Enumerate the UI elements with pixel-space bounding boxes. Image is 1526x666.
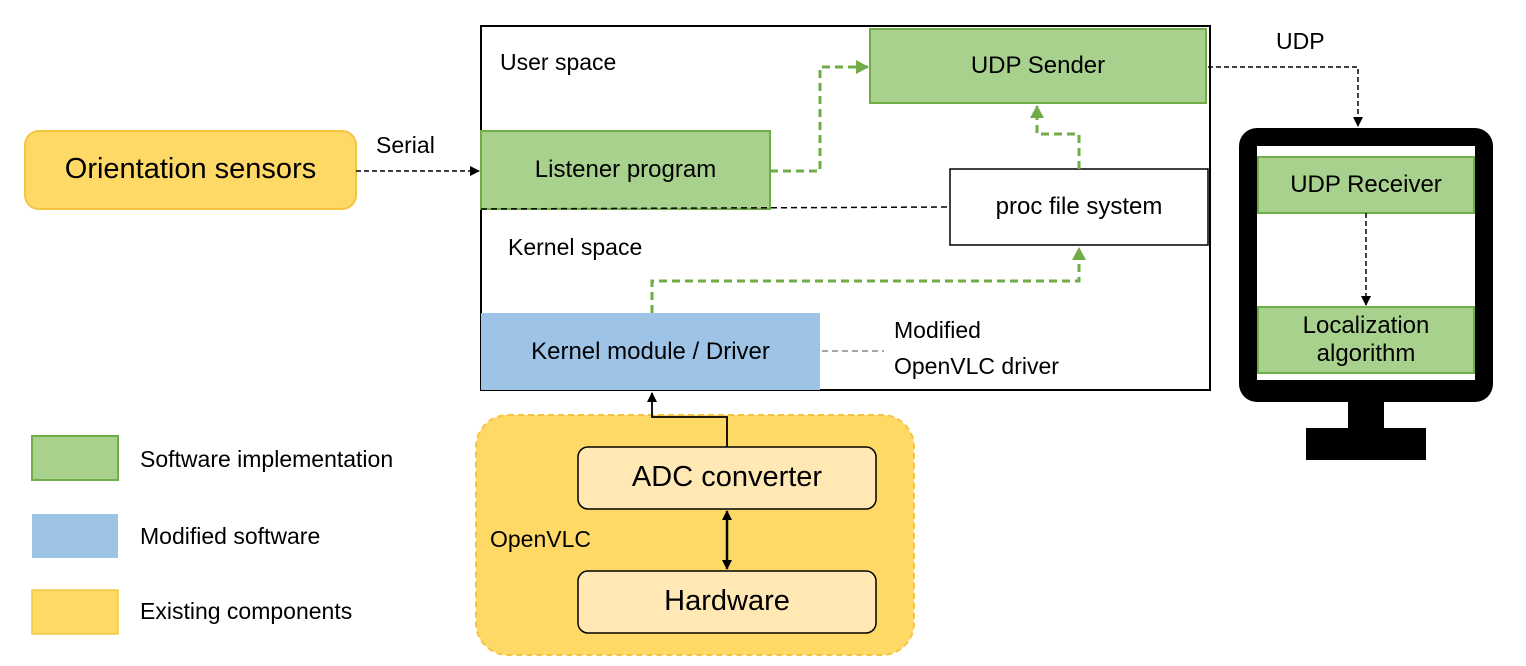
legend-label-modified: Modified software [140,523,321,549]
hardware-label: Hardware [664,585,790,618]
kernel-module-label: Kernel module / Driver [531,337,770,365]
localization-algorithm-box [1257,306,1475,374]
localization-line2: algorithm [1316,340,1416,367]
modified-driver-label-line2: OpenVLC driver [894,353,1059,379]
legend-swatch-existing [31,589,119,635]
kernel-module-box [481,313,820,390]
legend-swatch-software [31,435,119,481]
udp-label: UDP [1276,28,1325,54]
kernel-to-proc-arrow [650,247,1086,313]
monitor-neck [1348,400,1384,430]
proc-file-system-box [949,168,1209,246]
openvlc-label: OpenVLC [490,526,592,552]
proc-to-sender-arrow [1030,105,1081,169]
udp-receiver-box [1257,156,1475,214]
adc-converter-label: ADC converter [631,461,823,494]
modified-driver-label-line1: Modified [894,317,981,343]
hardware-box [577,570,877,634]
udp-sender-box [869,28,1207,104]
kernel-space-label: Kernel space [508,234,643,260]
user-space-label: User space [500,49,617,75]
udp-sender-label: UDP Sender [970,52,1106,80]
orientation-sensors-box [24,130,357,210]
serial-label: Serial [376,132,435,158]
legend-label-existing: Existing components [140,598,353,624]
orientation-sensors-label: Orientation sensors [64,153,317,186]
legend-label-software: Software implementation [140,446,394,472]
user-kernel-separator [480,206,951,210]
proc-file-system-label: proc file system [995,193,1163,221]
udp-arrow [1208,66,1363,127]
localization-line1: Localization [1302,312,1430,340]
monitor-stand [1306,428,1426,460]
listener-program-label: Listener program [534,156,717,184]
localization-algorithm-label: Localization algorithm [1258,300,1474,380]
adc-to-kernel-arrow [647,392,728,447]
udp-receiver-label: UDP Receiver [1290,171,1442,199]
legend-swatch-modified [32,514,118,558]
